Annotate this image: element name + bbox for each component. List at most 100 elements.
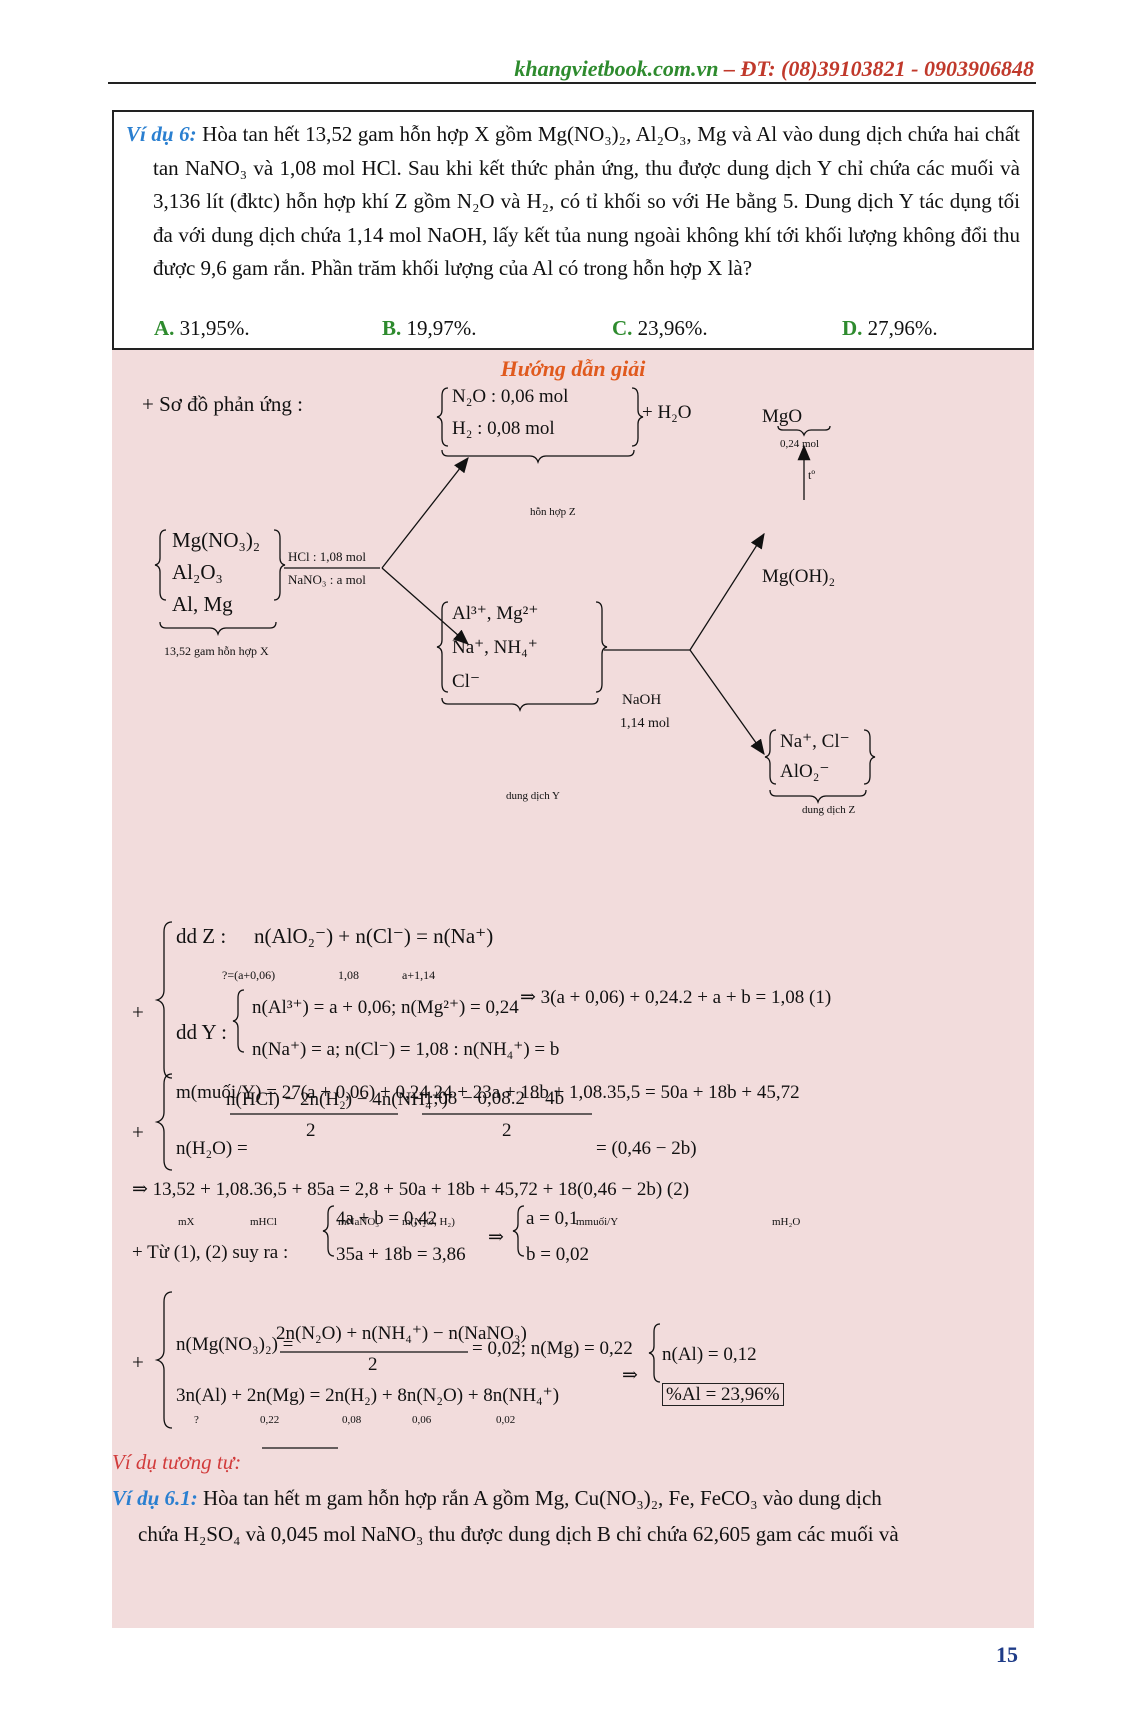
eq2-line2-right: = (0,46 − 2b) [596,1138,697,1159]
eq4-sys2: 35a + 18b = 3,86 [336,1244,466,1265]
eq1-ddz-label: dd Z : [176,924,227,948]
option-a-text: 31,95%. [174,316,250,340]
option-b[interactable]: B. 19,97%. [382,312,477,346]
eq4-right-brace [512,1205,525,1257]
arrow-to-z [381,456,469,569]
naoh-bottom: 1,14 mol [620,716,670,731]
similar-label: Ví dụ tương tự: [112,1450,242,1474]
z-line-2: H₂ : 0,08 mol [452,418,555,439]
eq2-frac2-num: 1,08 − 0,08.2 − 4b [424,1088,565,1109]
option-d-key: D. [842,316,863,340]
y-underbrace [441,697,599,713]
eq4-lead: + Từ (1), (2) suy ra : [132,1242,289,1263]
eq1-under-3: a+1,14 [402,968,436,982]
eq5-under-3: 0,08 [342,1414,362,1426]
eq5-res2-boxed: %Al = 23,96% [662,1383,784,1406]
eq2-line2-left: n(H₂O) = [176,1138,248,1159]
ex61-text-1: Hòa tan hết m gam hỗn hợp rắn A gồm Mg, … [197,1486,882,1510]
z2-underbrace [769,789,867,805]
eq5-result-brace [648,1323,661,1383]
z-caption: hỗn hợp Z [530,506,576,518]
eq5-under-4: 0,06 [412,1414,432,1426]
arrow-to-mgoh [689,532,765,651]
z-left-brace [436,387,449,447]
answer-options: A. 31,95%. B. 19,97%. C. 23,96%. D. 27,9… [154,312,1014,344]
eq3-under-1: mX [178,1216,195,1228]
header-site[interactable]: khangvietbook.com.vn [514,56,719,81]
eq4-left-brace [322,1205,335,1257]
option-c-text: 23,96%. [632,316,708,340]
option-d[interactable]: D. 27,96%. [842,312,938,346]
eq5-line2: 3n(Al) + 2n(Mg) = 2n(H₂) + 8n(N₂O) + 8n(… [176,1385,560,1406]
y-right-brace [595,601,608,693]
ex61-label: Ví dụ 6.1: [112,1486,198,1510]
mgo-caption: 0,24 mol [780,438,820,450]
z-line-1: N₂O : 0,06 mol [452,386,569,407]
y-caption: dung dịch Y [506,790,560,802]
eq1-ddz-expr: n(AlO₂⁻) + n(Cl⁻) = n(Na⁺) [254,924,494,948]
eq4-res1: a = 0,1 [526,1208,579,1229]
eq3-under-5: mmuối/Y [576,1216,619,1228]
equation-braces [154,921,661,1449]
solution-title: Hướng dẫn giải [500,356,646,381]
eq5-line1-right: = 0,02; n(Mg) = 0,22 [472,1338,633,1359]
mgoh: Mg(OH)₂ [762,566,836,587]
eq1-under-1: ?=(a+0,06) [222,968,276,982]
arrow-to-y [381,567,469,645]
naoh-top: NaOH [622,692,662,708]
eq5-res1: n(Al) = 0,12 [662,1344,757,1365]
eq4-res2: b = 0,02 [526,1244,589,1265]
eq5-line1-left: n(Mg(NO₃)₂) = [176,1334,294,1355]
eq1-result: ⇒ 3(a + 0,06) + 0,24.2 + a + b = 1,08 (1… [520,987,832,1008]
y-line-3: Cl⁻ [452,671,480,692]
eq2-frac1-den: 2 [306,1120,316,1141]
eq1-ddy-line2: n(Na⁺) = a; n(Cl⁻) = 1,08 : n(NH₄⁺) = b [252,1039,560,1060]
x-left-brace [154,529,167,601]
eq3-under-4: m(N₂O, H₂) [402,1216,455,1228]
question-box: Ví dụ 6: Hòa tan hết 13,52 gam hỗn hợp X… [112,110,1034,350]
header-text: khangvietbook.com.vn – ĐT: (08)39103821 … [514,56,1034,82]
eq1-plus: + [132,1000,144,1024]
eq5-arrow: ⇒ [622,1365,638,1386]
x-line-1: Mg(NO₃)₂ [172,528,261,552]
eq5-plus: + [132,1350,144,1374]
option-b-key: B. [382,316,402,340]
eq5-under-5: 0,02 [496,1414,516,1426]
z-right-brace [631,387,644,447]
page-header: khangvietbook.com.vn – ĐT: (08)39103821 … [108,50,1036,84]
eq2-brace [154,1073,173,1171]
z-underbrace [441,449,635,465]
ex61-line1: Ví dụ 6.1: Hòa tan hết m gam hỗn hợp rắn… [112,1486,882,1511]
diagram-intro: + Sơ đồ phản ứng : [142,392,303,416]
eq2-plus: + [132,1120,144,1144]
question-body: Hòa tan hết 13,52 gam hỗn hợp X gồm Mg(N… [153,122,1021,280]
eq4-sys1: 4a + b = 0,42 [336,1208,438,1229]
option-d-text: 27,96%. [862,316,938,340]
question-text: Ví dụ 6: Hòa tan hết 13,52 gam hỗn hợp X… [126,118,1020,286]
eq1-ddy-label: dd Y : [176,1020,227,1044]
y-line-1: Al³⁺, Mg²⁺ [452,603,539,624]
option-a[interactable]: A. 31,95%. [154,312,250,346]
eq1-ddy-line1: n(Al³⁺) = a + 0,06; n(Mg²⁺) = 0,24 [252,997,519,1018]
arrow-to-z2 [689,649,765,756]
eq5-brace [154,1291,173,1429]
reagent-top: HCl : 1,08 mol [288,549,367,564]
eq3-expr: ⇒ 13,52 + 1,08.36,5 + 85a = 2,8 + 50a + … [132,1179,690,1200]
z2-right-brace [863,729,876,785]
reagent-bottom: NaNO₃ : a mol [288,572,366,587]
y-left-brace [436,601,449,693]
option-a-key: A. [154,316,175,340]
x-underbrace [159,621,277,637]
x-line-3: Al, Mg [172,592,233,616]
heat-mark: tº [808,468,816,482]
eq3-under-6: mH₂O [772,1216,801,1228]
eq1-under-2: 1,08 [338,968,359,982]
x-right-brace [273,529,286,601]
x-line-2: Al₂O₃ [172,560,223,584]
water: + H₂O [642,402,692,423]
z2-caption: dung dịch Z [802,804,856,816]
eq5-frac-num: 2n(N₂O) + n(NH₄⁺) − n(NaNO₃) [276,1323,527,1344]
option-c-key: C. [612,316,633,340]
option-c[interactable]: C. 23,96%. [612,312,708,346]
ex61-line2: chứa H₂SO₄ và 0,045 mol NaNO₃ thu được d… [138,1522,899,1546]
